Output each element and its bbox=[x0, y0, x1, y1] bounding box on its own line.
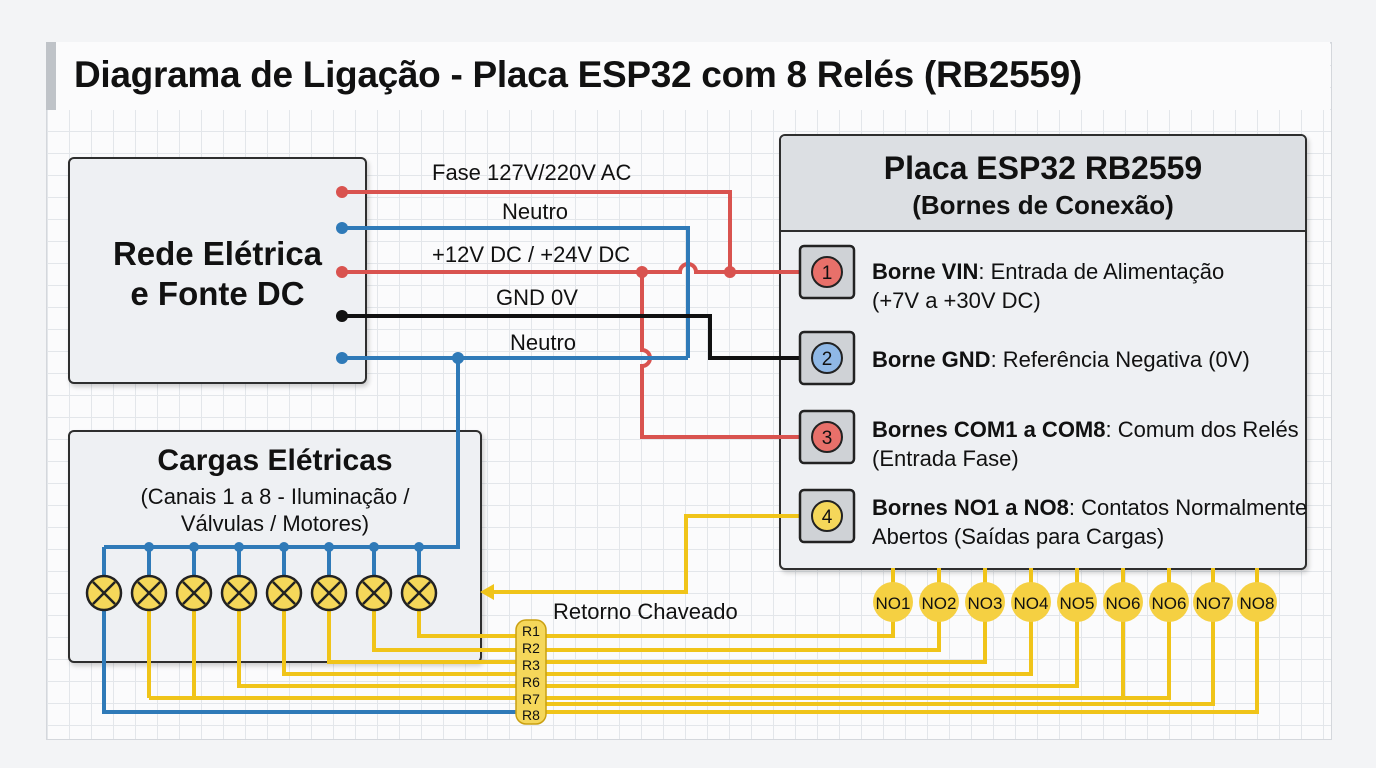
terminal-2-desc: : Referência Negativa (0V) bbox=[990, 347, 1250, 372]
wire-label-fase: Fase 127V/220V AC bbox=[432, 160, 632, 185]
terminal-label-3: Bornes COM1 a COM8: Comum dos Relés (Ent… bbox=[872, 415, 1299, 473]
no-output-5: NO5 bbox=[1057, 568, 1097, 622]
load-lamp-icon bbox=[85, 574, 123, 612]
terminal-1-desc: : Entrada de Alimentação bbox=[978, 259, 1225, 284]
retorno-arrowhead bbox=[480, 584, 494, 600]
load-lamps bbox=[85, 574, 438, 612]
no-output-label: NO1 bbox=[876, 594, 911, 613]
esp32-box: Placa ESP32 RB2559 (Bornes de Conexão) bbox=[779, 134, 1307, 570]
wire-label-retorno: Retorno Chaveado bbox=[553, 599, 738, 624]
wire-label-neutro-top: Neutro bbox=[502, 199, 569, 224]
wire-neutral-drop bbox=[104, 358, 460, 549]
terminal-1-name: Borne VIN bbox=[872, 259, 979, 284]
terminal-label-2: Borne GND: Referência Negativa (0V) bbox=[872, 345, 1250, 374]
no-output-label: NO7 bbox=[1196, 594, 1231, 613]
no-output-3: NO3 bbox=[965, 568, 1005, 622]
source-terminals bbox=[336, 186, 348, 364]
yellow-return-wires bbox=[147, 514, 1259, 714]
no-output-7: NO6 bbox=[1149, 568, 1189, 622]
terminal-3-desc: : Comum dos Relés bbox=[1105, 417, 1299, 442]
terminal-1-number: 1 bbox=[822, 263, 833, 284]
esp32-box-subtitle: (Bornes de Conexão) bbox=[912, 190, 1174, 220]
return-label-R1: R1 bbox=[522, 623, 540, 639]
source-box-line1: Rede Elétrica bbox=[112, 235, 323, 272]
wire-label-gnd: GND 0V bbox=[496, 285, 578, 310]
no-output-8: NO7 bbox=[1193, 568, 1233, 622]
terminal-4-number: 4 bbox=[822, 507, 833, 528]
no-output-label: NO3 bbox=[968, 594, 1003, 613]
terminal-4-desc: : Contatos Normalmente bbox=[1068, 495, 1308, 520]
junction-dots bbox=[144, 266, 736, 552]
loads-box-subtitle-2: Válvulas / Motores) bbox=[180, 511, 370, 536]
load-lamp-icon bbox=[310, 574, 348, 612]
wire-com bbox=[640, 272, 812, 439]
load-lamp-icon bbox=[175, 574, 213, 612]
no-output-6: NO6 bbox=[1103, 568, 1143, 622]
load-lamp-icon bbox=[400, 574, 438, 612]
loads-box-subtitle-1: (Canais 1 a 8 - Iluminação / bbox=[140, 484, 410, 509]
load-lamp-icon bbox=[355, 574, 393, 612]
terminal-3-marker: 3 bbox=[798, 409, 856, 465]
load-lamp-icon bbox=[130, 574, 168, 612]
no-output-label: NO5 bbox=[1060, 594, 1095, 613]
terminal-3-number: 3 bbox=[822, 428, 833, 449]
terminal-label-1: Borne VIN: Entrada de Alimentação (+7V a… bbox=[872, 257, 1224, 315]
return-label-block bbox=[515, 619, 547, 725]
title-accent-bar bbox=[46, 42, 56, 110]
source-box: Rede Elétrica e Fonte DC bbox=[68, 157, 367, 384]
terminal-4-name: Bornes NO1 a NO8 bbox=[872, 495, 1069, 520]
return-label-R6: R6 bbox=[522, 674, 540, 690]
terminal-3-name: Bornes COM1 a COM8 bbox=[872, 417, 1106, 442]
load-neutral-drops bbox=[102, 547, 421, 578]
terminal-4-desc-line2: Abertos (Saídas para Cargas) bbox=[872, 524, 1165, 549]
no-output-2: NO2 bbox=[919, 568, 959, 622]
source-box-line2: e Fonte DC bbox=[130, 275, 305, 312]
terminal-2-name: Borne GND bbox=[872, 347, 991, 372]
load-lamp-icon bbox=[220, 574, 258, 612]
terminal-2-marker: 2 bbox=[798, 330, 856, 386]
no-output-9: NO8 bbox=[1237, 568, 1277, 622]
loads-box-title: Cargas Elétricas bbox=[157, 444, 393, 477]
no-output-1: NO1 bbox=[873, 568, 913, 622]
no-output-label: NO6 bbox=[1152, 594, 1187, 613]
no-output-4: NO4 bbox=[1011, 568, 1051, 622]
no-output-label: NO2 bbox=[922, 594, 957, 613]
terminal-2-number: 2 bbox=[822, 349, 833, 370]
diagram-title: Diagrama de Ligação - Placa ESP32 com 8 … bbox=[74, 54, 1082, 95]
wire-label-neutro-bottom: Neutro bbox=[510, 330, 577, 355]
esp32-box-header bbox=[781, 136, 1305, 232]
load-lamp-icon bbox=[265, 574, 303, 612]
esp32-box-title: Placa ESP32 RB2559 bbox=[883, 150, 1203, 186]
wire-label-dc: +12V DC / +24V DC bbox=[432, 242, 631, 267]
wire-return-blue bbox=[102, 610, 520, 714]
return-label-R8: R8 bbox=[522, 707, 540, 723]
terminal-label-4: Bornes NO1 a NO8: Contatos Normalmente A… bbox=[872, 493, 1307, 551]
title-background bbox=[56, 42, 1330, 110]
no-output-label: NO6 bbox=[1106, 594, 1141, 613]
terminal-1-marker: 1 bbox=[798, 244, 856, 300]
return-label-R3: R3 bbox=[522, 657, 540, 673]
terminal-3-desc-line2: (Entrada Fase) bbox=[872, 446, 1019, 471]
no-output-label: NO8 bbox=[1240, 594, 1275, 613]
terminal-1-desc-line2: (+7V a +30V DC) bbox=[872, 288, 1041, 313]
return-label-R7: R7 bbox=[522, 691, 540, 707]
return-label-R2: R2 bbox=[522, 640, 540, 656]
wire-gnd bbox=[342, 314, 812, 360]
terminal-4-marker: 4 bbox=[798, 488, 856, 544]
no-output-label: NO4 bbox=[1014, 594, 1049, 613]
